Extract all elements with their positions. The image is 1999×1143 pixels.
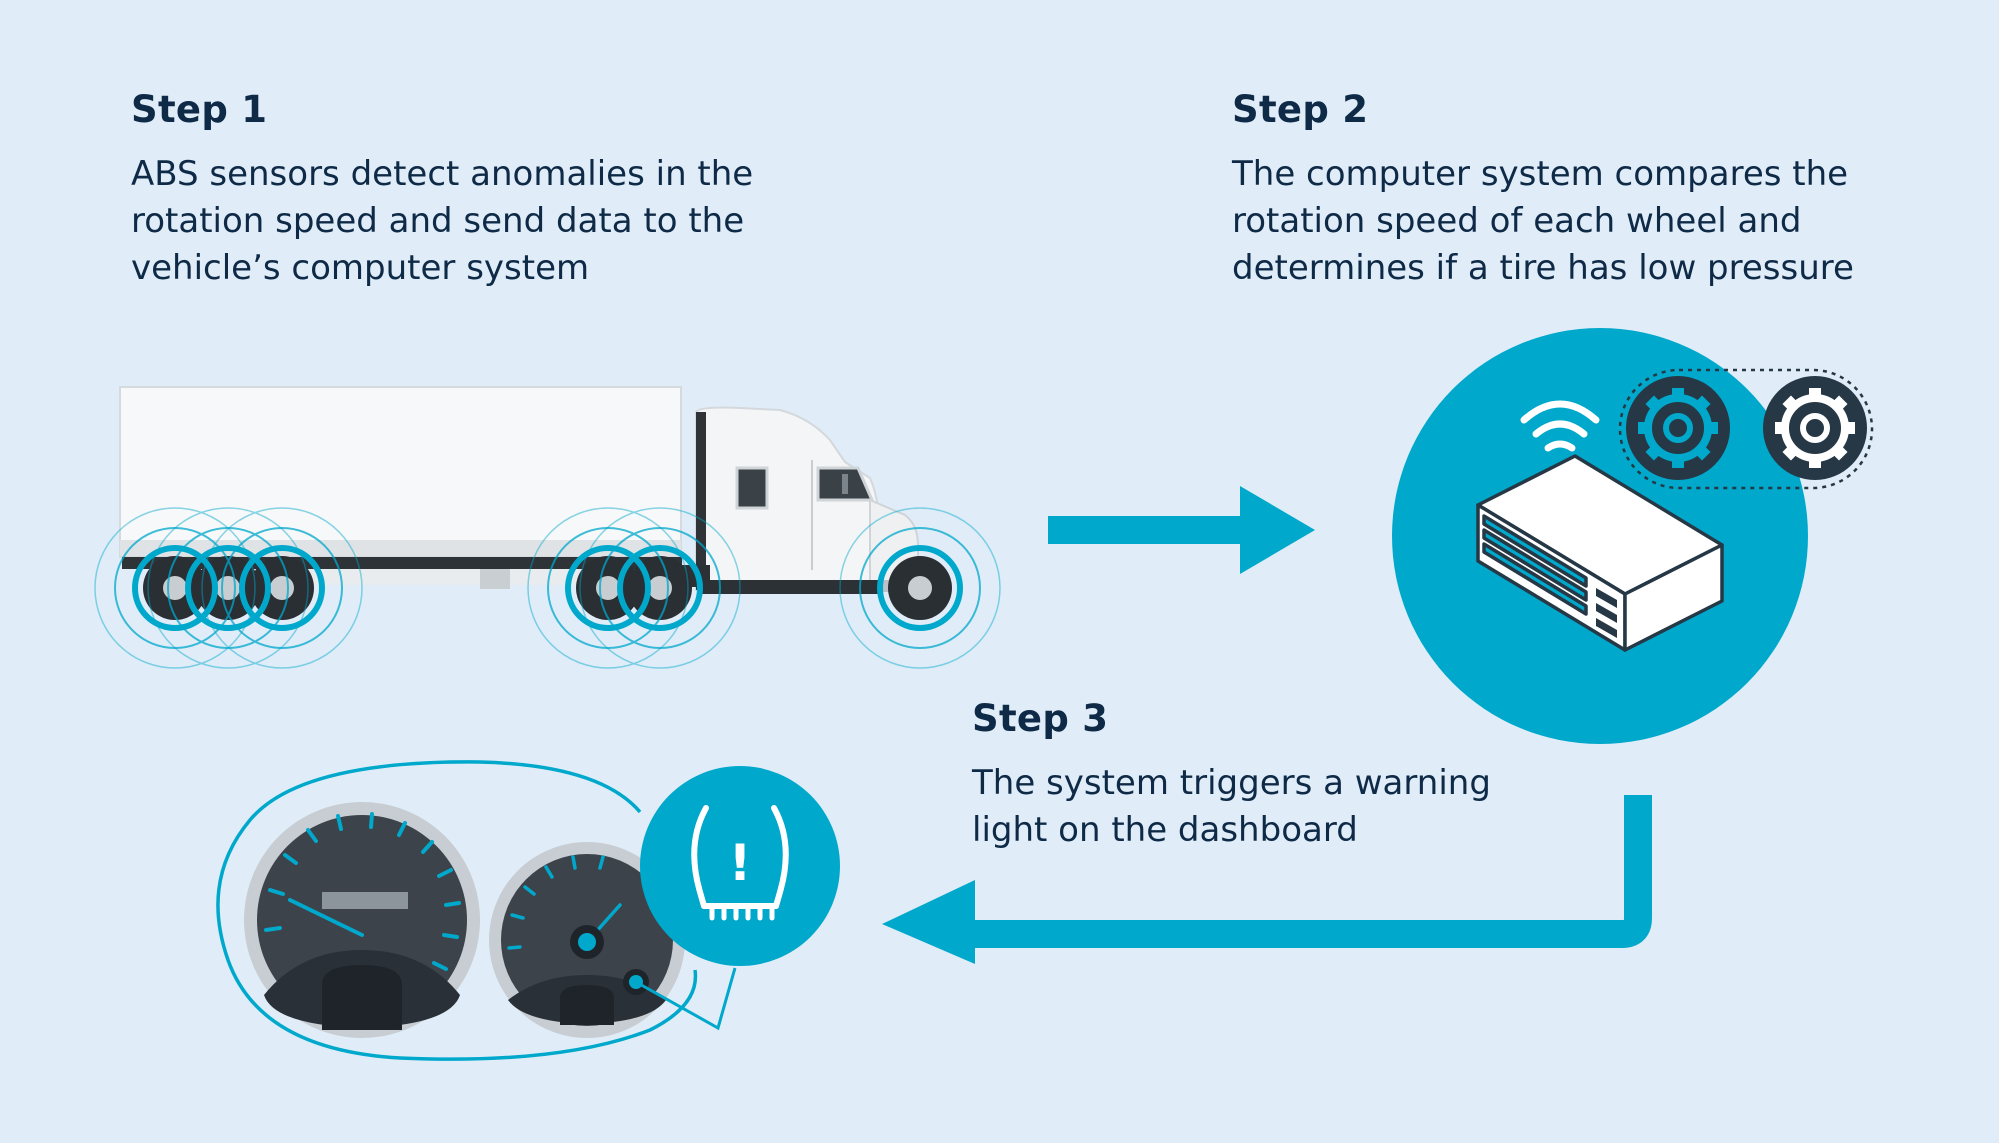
- step-2-line-1: The computer system compares the: [1232, 154, 1849, 194]
- step-1-line-1: ABS sensors detect anomalies in the: [131, 154, 754, 194]
- step-3-title: Step 3: [972, 697, 1109, 740]
- wheel-gear-icon: [1763, 376, 1867, 480]
- semi-truck-illustration: [119, 386, 922, 594]
- step-3-line-1: The system triggers a warning: [972, 763, 1491, 803]
- step-2-title: Step 2: [1232, 88, 1369, 131]
- step-1-line-2: rotation speed and send data to the: [131, 201, 745, 241]
- flow-arrow-icon: [882, 795, 1652, 964]
- step-3-block: Step 3 The system triggers a warning lig…: [972, 697, 1491, 854]
- step-1-block: Step 1 ABS sensors detect anomalies in t…: [131, 88, 753, 292]
- step-3-line-2: light on the dashboard: [972, 810, 1358, 850]
- computer-unit-icon: [1476, 454, 1724, 652]
- step-2-line-2: rotation speed of each wheel and: [1232, 201, 1802, 241]
- flow-arrow-icon: [1048, 486, 1315, 574]
- wheel-comparison-outline: [1618, 368, 1874, 490]
- step-1-title: Step 1: [131, 88, 268, 131]
- tire-pressure-warning-icon: !: [640, 766, 840, 966]
- warning-exclamation: !: [729, 834, 752, 892]
- dashboard-gauges-illustration: [216, 760, 737, 1061]
- wifi-signal-icon: [1520, 400, 1600, 452]
- wheel-gear-icon: [1626, 376, 1730, 480]
- step-2-block: Step 2 The computer system compares the …: [1232, 88, 1854, 292]
- step-2-line-3: determines if a tire has low pressure: [1232, 248, 1854, 288]
- step-1-line-3: vehicle’s computer system: [131, 248, 590, 288]
- abs-sensor-wave-icon: [94, 507, 1001, 669]
